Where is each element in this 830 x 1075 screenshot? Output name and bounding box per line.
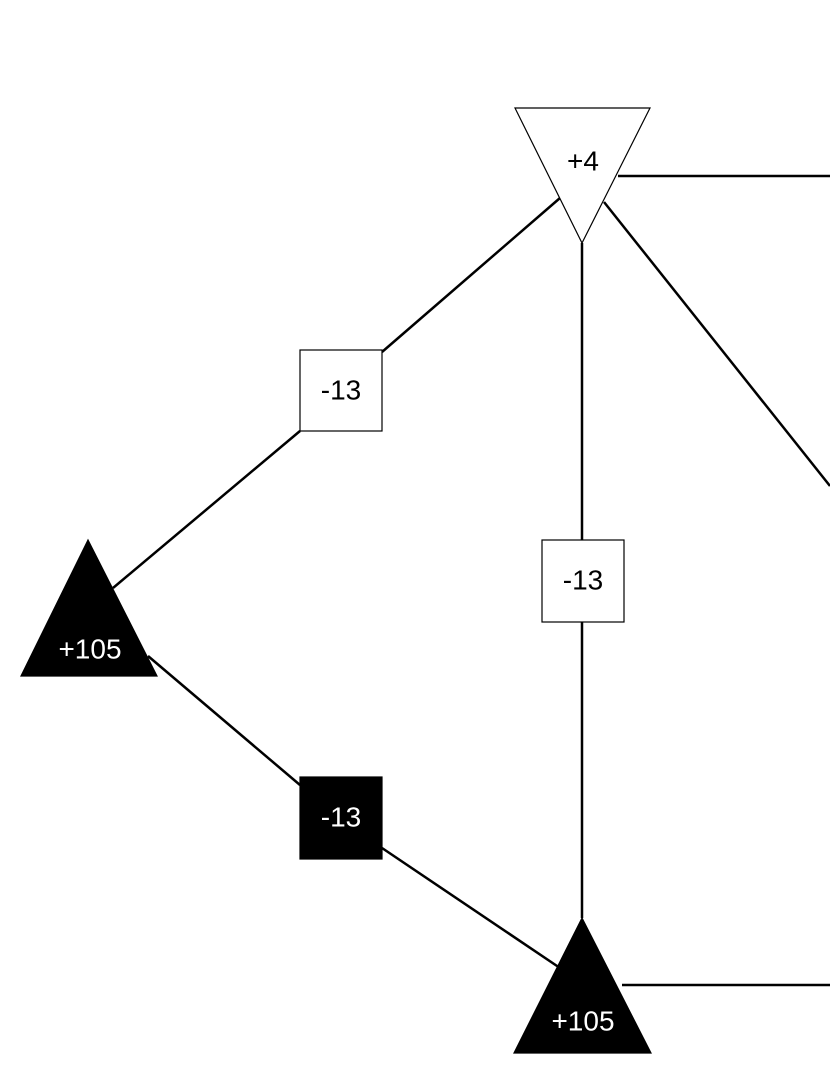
node-top: +4 — [514, 107, 651, 245]
node-left: +105 — [20, 538, 158, 677]
edge-box-lower-left-to-bottom-node — [381, 846, 561, 970]
triangle-up-shape — [20, 538, 158, 677]
edges — [112, 174, 830, 987]
edge-left-node-to-box-lower-left — [147, 655, 301, 786]
box-upper-left: -13 — [299, 349, 383, 432]
square-shape — [541, 539, 625, 623]
node-bottom-label: +105 — [551, 1005, 614, 1036]
edge-box-upper-left-to-left-node — [112, 430, 301, 589]
edge-top-diagonal-offscreen — [603, 201, 830, 487]
square-shape — [299, 776, 383, 860]
box-center-label: -13 — [563, 564, 603, 595]
edge-top-to-box-upper-left — [381, 197, 561, 353]
triangle-up-shape — [513, 916, 652, 1054]
box-lower-left: -13 — [299, 776, 383, 860]
box-lower-left-label: -13 — [321, 801, 361, 832]
node-top-label: +4 — [567, 145, 599, 176]
box-center: -13 — [541, 539, 625, 623]
node-left-label: +105 — [58, 633, 121, 664]
box-upper-left-label: -13 — [321, 374, 361, 405]
node-bottom: +105 — [513, 916, 652, 1054]
square-shape — [299, 349, 383, 432]
triangle-down-shape — [514, 107, 651, 245]
